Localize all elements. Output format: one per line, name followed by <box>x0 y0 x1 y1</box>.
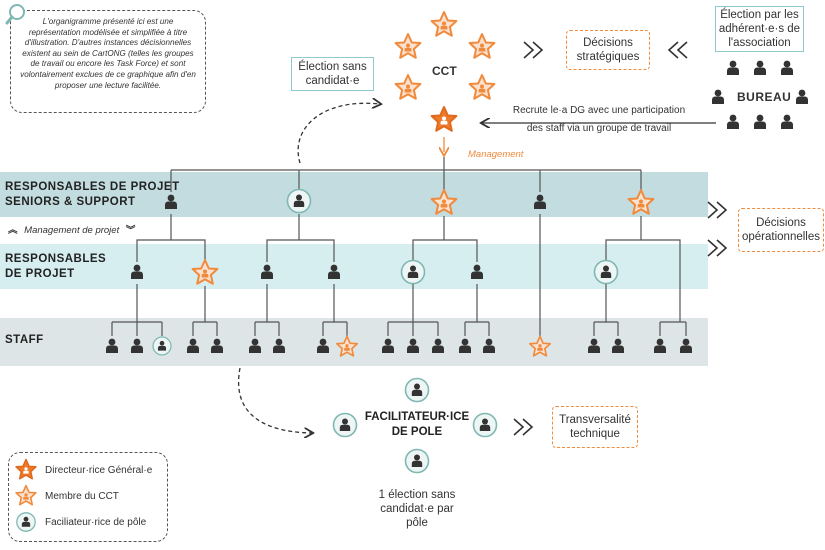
cct-member-star-icon <box>394 33 422 59</box>
double-chevron-right-icon <box>513 418 534 436</box>
bureau-label: BUREAU <box>737 90 792 104</box>
double-chevron-right-icon <box>523 41 544 59</box>
staff-band <box>0 318 708 366</box>
disclaimer-note: L'organigramme présenté ici est une repr… <box>10 10 206 113</box>
person-icon <box>459 338 471 353</box>
facilitator-election-box: 1 élection sans candidat·e par pôle <box>378 489 456 529</box>
person-icon <box>317 338 329 353</box>
legend: Directeur·rice Général·e Membre du CCT F… <box>8 452 168 542</box>
person-icon <box>131 264 143 279</box>
cct-member-star-icon <box>191 259 219 285</box>
facilitator-icon <box>332 412 358 438</box>
bureau-member-icon <box>781 60 793 75</box>
person-icon <box>432 338 444 353</box>
double-chevron-down-icon: ︾ <box>125 225 136 236</box>
recruitment-text: Recrute le·a DG avec une participation d… <box>512 105 686 134</box>
managers-band <box>0 244 708 289</box>
bureau-member-icon <box>712 89 724 104</box>
person-icon <box>654 338 666 353</box>
facilitator-icon <box>404 448 430 474</box>
operational-decisions-box: Décisions opérationnelles <box>738 208 824 252</box>
person-icon <box>261 264 273 279</box>
seniors-band <box>0 172 708 217</box>
double-chevron-right-icon <box>707 201 728 257</box>
dg-star-icon <box>430 106 458 132</box>
facilitator-label: FACILITATEUR·ICE DE POLE <box>364 411 470 438</box>
cct-member-star-icon <box>336 335 358 357</box>
legend-dg: Directeur·rice Général·e <box>45 465 153 476</box>
person-icon <box>106 338 118 353</box>
cct-election-box: Élection sans candidat·e <box>291 57 374 91</box>
bureau-member-icon <box>754 60 766 75</box>
facilitator-icon <box>593 259 619 285</box>
cct-member-star-icon <box>394 74 422 100</box>
search-icon <box>5 4 25 25</box>
person-icon <box>680 338 692 353</box>
person-icon <box>407 338 419 353</box>
person-icon <box>483 338 495 353</box>
management-label: Management <box>468 149 524 160</box>
person-icon <box>187 338 199 353</box>
cct-member-star-icon <box>430 11 458 37</box>
double-chevron-left-icon <box>667 41 688 59</box>
cct-member-star-icon <box>468 33 496 59</box>
bureau-member-icon <box>727 60 739 75</box>
bureau-member-icon <box>796 89 808 104</box>
bureau-member-icon <box>781 114 793 129</box>
person-icon <box>382 338 394 353</box>
person-icon <box>534 194 546 209</box>
person-icon <box>588 338 600 353</box>
cct-label: CCT <box>432 64 457 78</box>
double-chevron-up-icon: ︽ <box>8 225 18 236</box>
person-icon <box>165 194 177 209</box>
person-icon <box>211 338 223 353</box>
person-icon <box>249 338 261 353</box>
row-label-managers: RESPONSABLES DE PROJET <box>5 253 107 280</box>
bureau-election-box: Élection par les adhérent·e·s de l'assoc… <box>715 6 804 52</box>
legend-facilitator: Faciliateur·rice de pôle <box>45 517 147 528</box>
cct-member-star-icon <box>627 189 655 215</box>
facilitator-icon <box>404 377 430 403</box>
row-label-staff: STAFF <box>5 334 44 346</box>
transversal-box: Transversalité technique <box>552 406 638 448</box>
project-management-label: ︽ Management de projet ︾ <box>8 225 136 236</box>
facilitator-icon <box>472 412 498 438</box>
row-label-seniors: RESPONSABLES DE PROJET SENIORS & SUPPORT <box>5 181 180 208</box>
bureau-member-icon <box>727 114 739 129</box>
person-icon <box>131 338 143 353</box>
person-icon <box>328 264 340 279</box>
strategic-decisions-box: Décisions stratégiques <box>566 30 650 70</box>
person-icon <box>273 338 285 353</box>
cct-member-star-icon <box>529 335 551 357</box>
person-icon <box>471 264 483 279</box>
cct-member-star-icon <box>468 74 496 100</box>
bureau-member-icon <box>754 114 766 129</box>
person-icon <box>612 338 624 353</box>
legend-cct-member: Membre du CCT <box>45 491 119 502</box>
facilitator-icon <box>400 259 426 285</box>
cct-member-star-icon <box>430 189 458 215</box>
facilitator-icon <box>286 188 312 214</box>
facilitator-icon <box>152 336 172 356</box>
